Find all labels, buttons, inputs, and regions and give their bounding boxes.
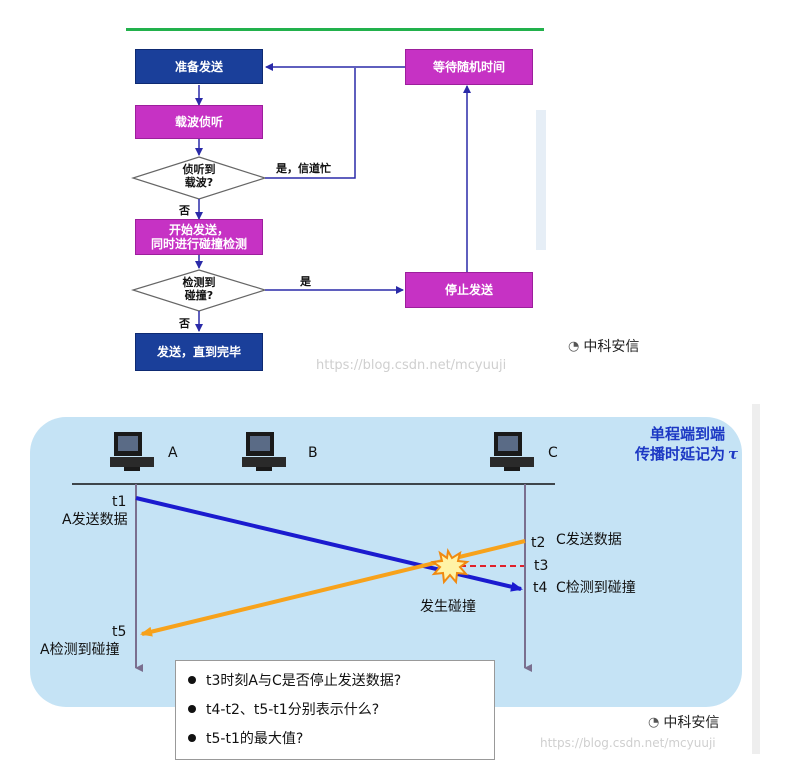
questions-box: t3时刻A与C是否停止发送数据? t4-t2、t5-t1分别表示什么? t5-t… bbox=[175, 660, 495, 760]
box-wait-random: 等待随机时间 bbox=[405, 49, 533, 85]
right-edge-bar bbox=[752, 404, 760, 754]
collision-burst-icon bbox=[430, 547, 470, 585]
brand-tag-2: ◔ 中科安信 bbox=[648, 712, 719, 732]
bullet-icon bbox=[188, 705, 196, 713]
label-no-2: 否 bbox=[179, 317, 190, 330]
station-c-label: C bbox=[548, 445, 558, 461]
box-carrier-listen: 载波侦听 bbox=[135, 105, 263, 139]
box-start-send: 开始发送， 同时进行碰撞检测 bbox=[135, 219, 263, 255]
signal-c-arrow bbox=[140, 539, 526, 637]
decision-collision-label: 检测到 碰撞? bbox=[182, 276, 216, 302]
side-panel-sliver bbox=[536, 110, 546, 250]
label-yes-busy: 是，信道忙 bbox=[276, 162, 331, 175]
question-text-3: t5-t1的最大值? bbox=[206, 731, 304, 747]
event-collision: 发生碰撞 bbox=[420, 599, 476, 615]
event-t4: t4 bbox=[533, 580, 548, 596]
brand-name-2: 中科安信 bbox=[663, 715, 720, 731]
watermark-url-1: https://blog.csdn.net/mcyuuji bbox=[316, 358, 507, 373]
bullet-icon bbox=[188, 676, 196, 684]
timing-tau: τ bbox=[728, 445, 739, 463]
label-yes-2: 是 bbox=[300, 275, 311, 288]
brand-name-1: 中科安信 bbox=[583, 339, 640, 355]
arrow-busy-loop bbox=[265, 68, 356, 179]
question-item: t3时刻A与C是否停止发送数据? bbox=[188, 670, 401, 690]
event-a-detect: A检测到碰撞 bbox=[40, 642, 120, 658]
event-t3: t3 bbox=[534, 558, 549, 574]
wechat-icon: ◔ bbox=[648, 714, 660, 730]
computer-c-icon bbox=[490, 432, 534, 471]
event-t1: t1 bbox=[112, 494, 127, 510]
timing-panel bbox=[30, 417, 742, 707]
bullet-icon bbox=[188, 734, 196, 742]
event-c-detect: C检测到碰撞 bbox=[556, 580, 636, 596]
question-text-2: t4-t2、t5-t1分别表示什么? bbox=[206, 702, 380, 718]
wechat-icon: ◔ bbox=[568, 338, 580, 354]
computer-b-icon bbox=[242, 432, 286, 471]
event-c-send: C发送数据 bbox=[556, 532, 622, 548]
question-text-1: t3时刻A与C是否停止发送数据? bbox=[206, 673, 402, 689]
green-top-bar bbox=[126, 28, 544, 31]
event-a-send: A发送数据 bbox=[62, 512, 128, 528]
station-b-label: B bbox=[308, 445, 318, 461]
box-prepare-send: 准备发送 bbox=[135, 49, 263, 84]
question-item: t5-t1的最大值? bbox=[188, 728, 303, 748]
brand-tag-1: ◔ 中科安信 bbox=[568, 336, 639, 356]
box-send-complete: 发送，直到完毕 bbox=[135, 333, 263, 371]
event-t5: t5 bbox=[112, 624, 127, 640]
timing-title: 单程端到端 传播时延记为 bbox=[634, 425, 725, 463]
watermark-url-2: https://blog.csdn.net/mcyuuji bbox=[540, 736, 716, 750]
flowchart-connectors bbox=[126, 28, 546, 332]
label-no-1: 否 bbox=[179, 204, 190, 217]
decision-carrier-label: 侦听到 载波? bbox=[182, 163, 216, 189]
box-stop-send: 停止发送 bbox=[405, 272, 533, 308]
computer-a-icon bbox=[110, 432, 154, 471]
question-item: t4-t2、t5-t1分别表示什么? bbox=[188, 699, 379, 719]
station-a-label: A bbox=[168, 445, 178, 461]
event-t2: t2 bbox=[531, 535, 546, 551]
